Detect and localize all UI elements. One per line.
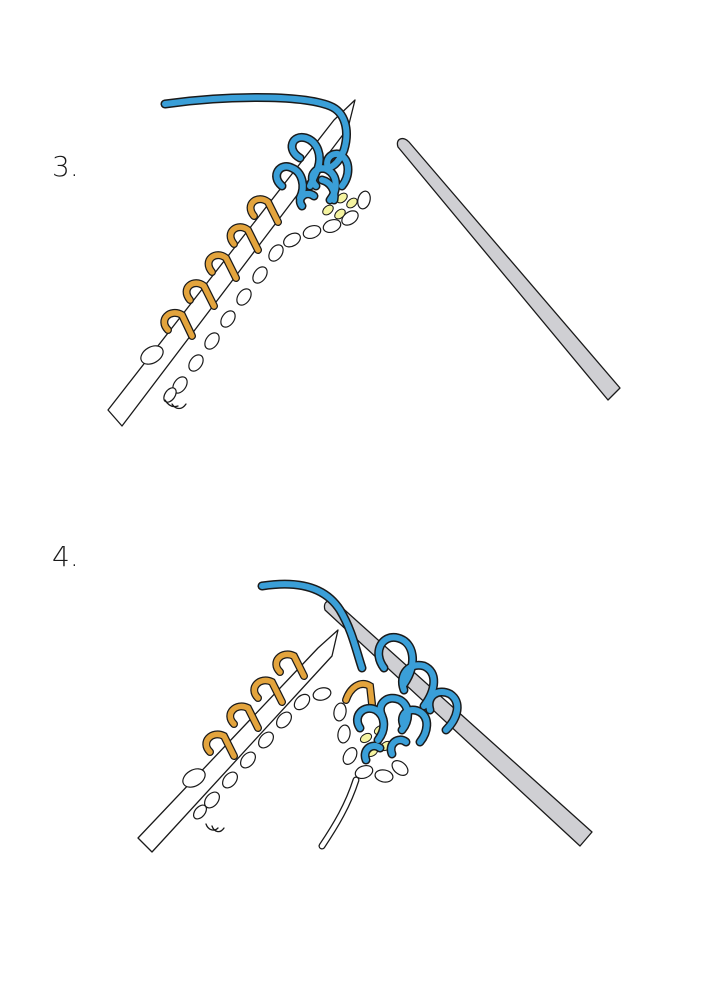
step-3-blue-working-yarn bbox=[160, 93, 353, 211]
step-3-label: 3. bbox=[52, 150, 79, 183]
step-4-label: 4. bbox=[52, 540, 79, 573]
step-4-gray-needle bbox=[323, 599, 593, 847]
step-4-white-needle bbox=[137, 629, 339, 853]
step-3-orange-loops bbox=[160, 195, 282, 340]
step-4-transferred-chain bbox=[333, 702, 409, 783]
step-3-gray-needle bbox=[396, 137, 621, 401]
step-3-yarn-tail bbox=[365, 207, 448, 248]
step-4-yarn-tail bbox=[318, 776, 360, 850]
step-3-pale-stitches bbox=[322, 192, 358, 220]
step-3-cast-on-chain bbox=[140, 190, 371, 410]
step-4-orange-loops bbox=[202, 650, 376, 760]
step-4-cast-on-chain bbox=[182, 687, 332, 833]
step-4-illustration bbox=[137, 579, 593, 853]
step-4-blue-working-yarn bbox=[257, 579, 462, 765]
step-3-illustration bbox=[107, 93, 621, 427]
